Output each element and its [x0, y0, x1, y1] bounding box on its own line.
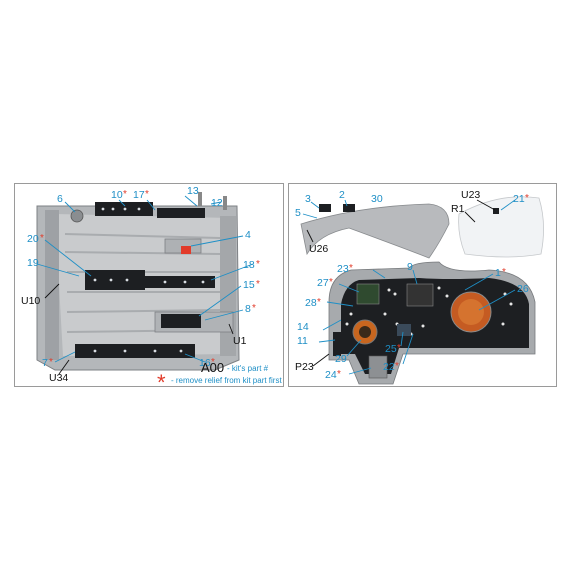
- star-18: *: [256, 259, 260, 270]
- instrument-panel-panel: 3 2 30 5 21 * 23 * 9 1 * 27 * 26 28 * 14…: [288, 183, 557, 387]
- star-1: *: [502, 267, 506, 278]
- callout-4: 4: [245, 229, 251, 241]
- star-8: *: [252, 303, 256, 314]
- callout-7: 7: [42, 357, 48, 369]
- callout-24: 24: [325, 369, 337, 381]
- part-code-u26: U26: [309, 243, 328, 255]
- star-21: *: [525, 193, 529, 204]
- callout-6: 6: [57, 193, 63, 205]
- part-code-u10: U10: [21, 295, 40, 307]
- left-code-leaders: [44, 283, 234, 375]
- legend-star-desc: - remove relief from kit part first: [171, 376, 282, 385]
- instrument-panel-drawing: 3 2 30 5 21 * 23 * 9 1 * 27 * 26 28 * 14…: [295, 189, 544, 385]
- star-23: *: [349, 263, 353, 274]
- star-7: *: [49, 357, 53, 368]
- callout-9: 9: [407, 261, 413, 273]
- callout-12: 12: [211, 197, 223, 209]
- display-25: [397, 324, 411, 336]
- part-code-u23: U23: [461, 189, 480, 201]
- right-code-leaders: [306, 199, 496, 367]
- star-24: *: [337, 369, 341, 380]
- part-13-pin: [198, 192, 202, 206]
- callout-17: 17: [133, 189, 145, 201]
- callout-1: 1: [495, 267, 501, 279]
- star-16: *: [211, 357, 215, 368]
- callout-10: 10: [111, 189, 123, 201]
- hud-glass-r1: [458, 196, 544, 258]
- legend-star-icon: *: [157, 370, 166, 387]
- legend-code: A00: [201, 360, 224, 375]
- callout-25: 25: [385, 343, 397, 355]
- callout-15: 15: [243, 279, 255, 291]
- callout-21: 21: [513, 193, 525, 205]
- star-28: *: [317, 297, 321, 308]
- callout-29: 29: [335, 353, 347, 365]
- callout-11: 11: [297, 335, 308, 347]
- knob-6: [70, 209, 84, 223]
- console-panels: [75, 202, 215, 358]
- part-30-block: [343, 204, 355, 212]
- callout-3: 3: [305, 193, 311, 205]
- callout-27: 27: [317, 277, 329, 289]
- left-leader-lines: [36, 195, 254, 363]
- part-code-r1: R1: [451, 203, 465, 215]
- callout-20: 20: [27, 233, 39, 245]
- part-code-u1: U1: [233, 335, 247, 347]
- stick-base-24: [368, 355, 388, 379]
- part-code-p23: P23: [295, 361, 314, 373]
- star-17: *: [145, 189, 149, 200]
- star-27: *: [329, 277, 333, 288]
- star-22: *: [395, 361, 399, 372]
- callout-14: 14: [297, 321, 309, 333]
- legend: A00 - kit's part # * - remove relief fro…: [157, 360, 282, 387]
- star-25: *: [397, 343, 401, 354]
- star-20: *: [40, 233, 44, 244]
- callout-5: 5: [295, 207, 301, 219]
- callout-18: 18: [243, 259, 255, 271]
- console-switch-details: [93, 207, 205, 353]
- callout-30: 30: [371, 193, 383, 205]
- part-3-block: [319, 204, 331, 212]
- display-9: [406, 283, 434, 307]
- callout-28: 28: [305, 297, 317, 309]
- callout-13: 13: [187, 185, 199, 197]
- panel-switch-details: [345, 286, 513, 336]
- right-leader-lines: [302, 199, 516, 375]
- callout-22: 22: [383, 361, 395, 373]
- callout-8: 8: [245, 303, 251, 315]
- callout-16: 16: [199, 357, 211, 369]
- side-consoles-panel: 6 10 * 17 * 13 12 4 20 * 19 18 * 15 * 8 …: [14, 183, 284, 387]
- side-consoles-drawing: 6 10 * 17 * 13 12 4 20 * 19 18 * 15 * 8 …: [21, 185, 282, 387]
- callout-23: 23: [337, 263, 349, 275]
- part-12-pin: [223, 196, 227, 210]
- part-code-u34: U34: [49, 372, 68, 384]
- display-27: [356, 283, 380, 305]
- callout-26: 26: [517, 283, 529, 295]
- glareshield-u26: [300, 203, 450, 259]
- callout-2: 2: [339, 189, 345, 201]
- side-panel-11: [333, 332, 341, 356]
- star-15: *: [256, 279, 260, 290]
- legend-code-desc: - kit's part #: [227, 364, 269, 373]
- star-10: *: [123, 189, 127, 200]
- callout-19: 19: [27, 257, 39, 269]
- hud-u23-mount: [493, 208, 499, 214]
